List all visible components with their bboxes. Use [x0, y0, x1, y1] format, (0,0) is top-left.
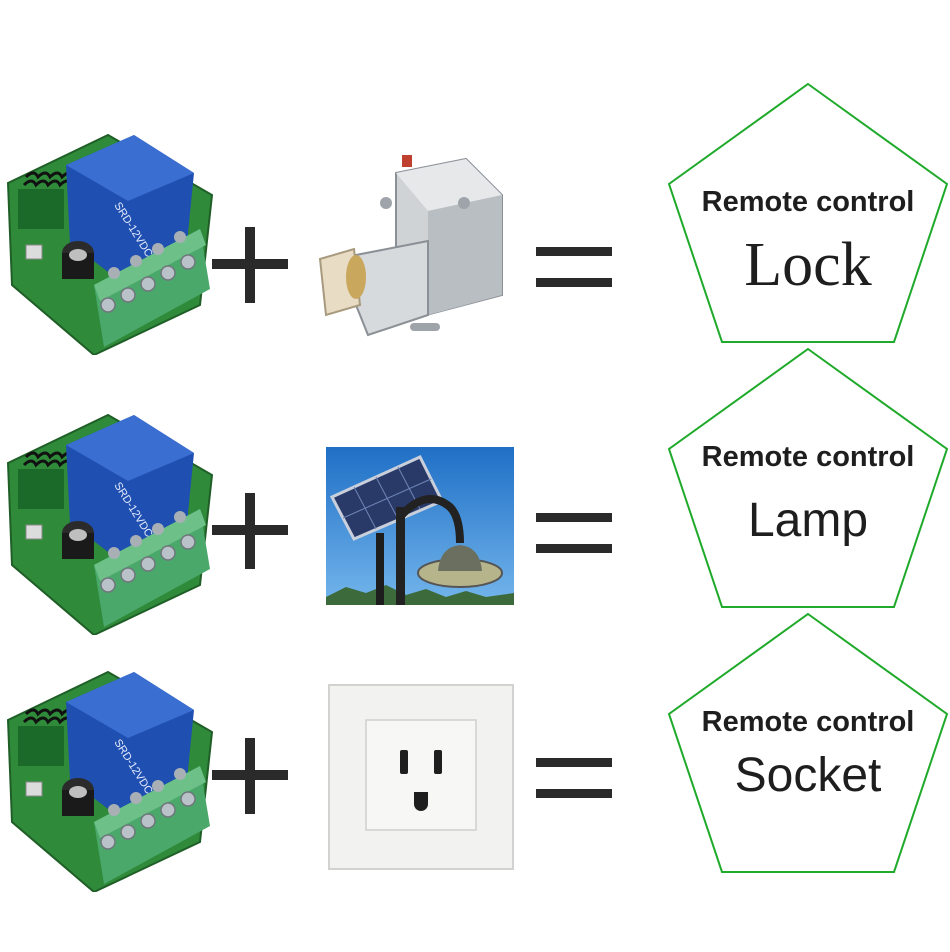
plus-icon	[212, 738, 288, 814]
plus-icon	[212, 227, 288, 303]
badge-title: Remote control	[701, 441, 915, 473]
equals-icon	[536, 758, 612, 798]
combo-row-lamp: Remote control Lamp	[0, 347, 950, 695]
badge-device-name: Socket	[734, 749, 882, 802]
result-badge-lock: Remote control Lock	[666, 80, 950, 350]
badge-title: Remote control	[701, 706, 915, 738]
relay-receiver-module-icon	[6, 133, 214, 355]
electric-solenoid-lock-icon	[318, 155, 503, 337]
solar-street-lamp-icon	[326, 447, 514, 605]
relay-receiver-module-icon	[6, 670, 214, 892]
combo-row-lock: Remote control Lock	[0, 82, 950, 415]
badge-device-name: Lamp	[747, 494, 869, 547]
plus-icon	[212, 493, 288, 569]
pentagon-outline-icon	[667, 82, 949, 343]
badge-title: Remote control	[701, 186, 915, 218]
badge-device-name: Lock	[744, 231, 872, 299]
result-badge-lamp: Remote control Lamp	[666, 345, 950, 615]
relay-receiver-module-icon	[6, 413, 214, 635]
equals-icon	[536, 513, 612, 553]
equals-icon	[536, 247, 612, 287]
result-badge-socket: Remote control Socket	[666, 610, 950, 880]
wall-power-socket-icon	[328, 684, 514, 870]
combo-row-socket: Remote control Socket	[0, 612, 950, 952]
pentagon-outline-icon	[667, 347, 949, 608]
pentagon-outline-icon	[667, 612, 949, 873]
